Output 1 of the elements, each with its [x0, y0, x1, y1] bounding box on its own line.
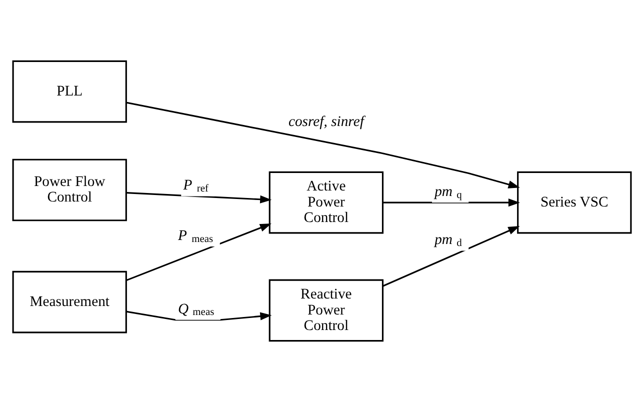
edge-label: cosref, sinref	[288, 113, 364, 130]
